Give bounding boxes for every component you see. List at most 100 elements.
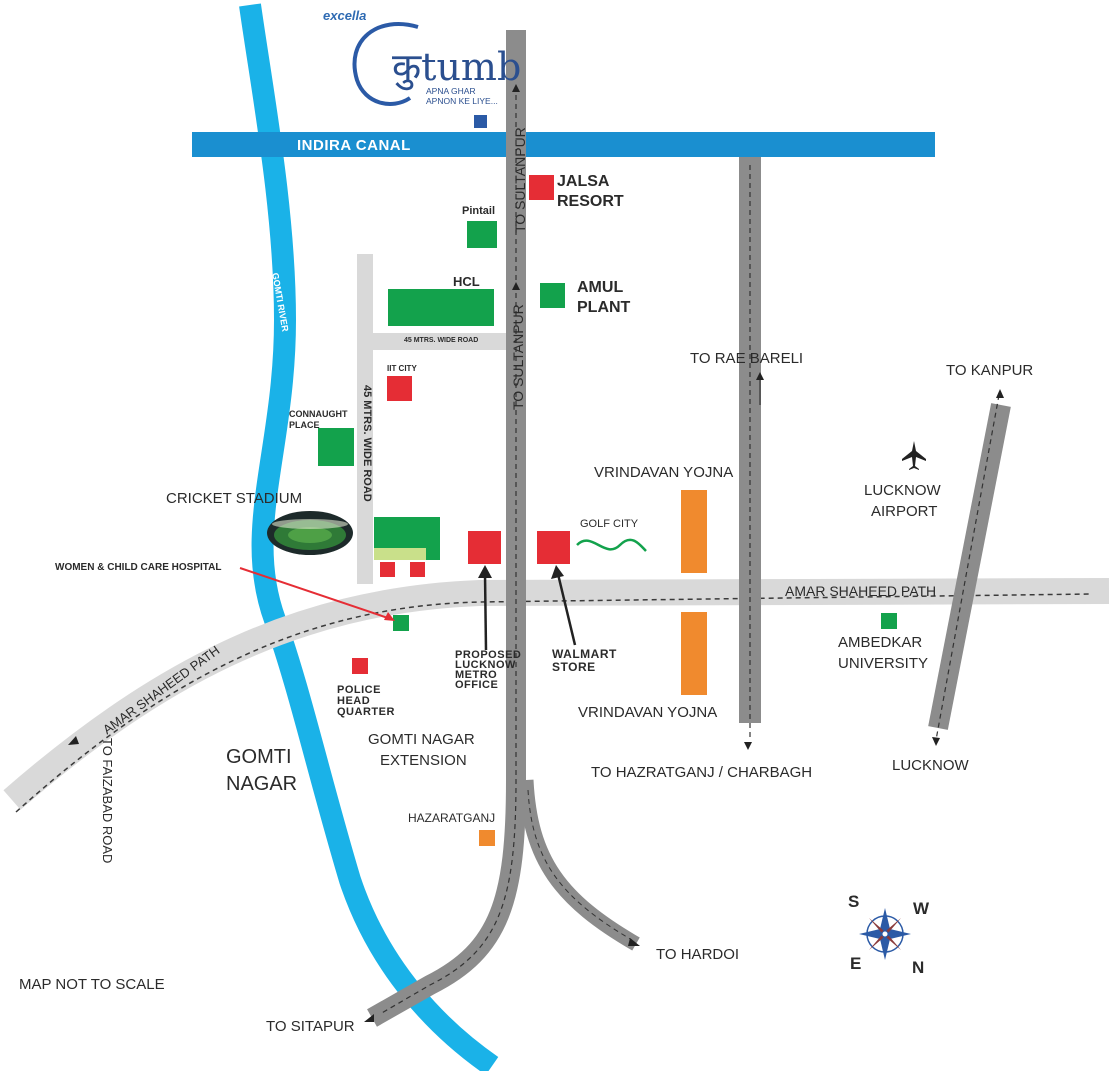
golf-city-wave xyxy=(576,538,647,552)
metro-label-2: LUCKNOW xyxy=(455,659,516,671)
wide-road-vertical-label: 45 MTRS. WIDE ROAD xyxy=(361,385,373,502)
jalsa-label-2: RESORT xyxy=(557,193,624,210)
charbagh-arrow xyxy=(744,742,752,750)
walmart-label-1: WALMART xyxy=(552,647,617,661)
hazaratganj-marker xyxy=(479,830,495,846)
hazaratganj-label: HAZARATGANJ xyxy=(408,811,496,825)
metro-label-1: PROPOSED xyxy=(455,649,522,661)
faizabad-road-label: TO FAIZABAD ROAD xyxy=(100,738,115,864)
gomti-extension-label-1: GOMTI NAGAR xyxy=(368,731,475,748)
golf-city-label: GOLF CITY xyxy=(580,518,639,530)
sultanpur-label-lower: TO SULTANPUR xyxy=(510,304,526,410)
connaught-place-marker xyxy=(318,428,354,466)
ambedkar-label-1: AMBEDKAR xyxy=(838,634,923,651)
hardoi-road xyxy=(518,779,640,951)
iit-city-marker xyxy=(387,376,412,401)
rae-bareli-label: TO RAE BARELI xyxy=(690,350,804,367)
logo-tagline-2: APNON KE LIYE... xyxy=(426,96,498,106)
walmart-label-2: STORE xyxy=(552,660,596,674)
map-not-to-scale-note: MAP NOT TO SCALE xyxy=(19,976,165,993)
hardoi-arrow xyxy=(628,938,640,946)
metro-office-marker xyxy=(468,531,501,564)
metro-label-3: METRO xyxy=(455,669,498,681)
amul-plant-marker xyxy=(540,283,565,308)
hcl-label: HCL xyxy=(453,274,480,289)
indira-canal-label: INDIRA CANAL xyxy=(297,137,411,154)
walmart-store-marker xyxy=(537,531,570,564)
amar-shaheed-path-centerline xyxy=(15,593,1091,813)
compass-e-label: E xyxy=(850,954,862,973)
iit-city-label: IIT CITY xyxy=(387,364,417,373)
airport-label-1: LUCKNOW xyxy=(864,482,941,499)
gomti-river xyxy=(239,3,499,1071)
hazratganj-charbagh-label: TO HAZRATGANJ / CHARBAGH xyxy=(591,764,813,781)
green-block-marker xyxy=(374,517,440,549)
hardoi-label: TO HARDOI xyxy=(656,946,740,963)
pintail-marker xyxy=(467,221,497,248)
amul-label-1: AMUL xyxy=(577,279,624,296)
ambedkar-university-marker xyxy=(881,613,897,629)
police-label-2: HEAD xyxy=(337,695,371,707)
amar-shaheed-path xyxy=(3,578,1109,810)
gomti-extension-label-2: EXTENSION xyxy=(380,752,467,769)
indira-canal xyxy=(192,132,935,157)
jalsa-resort-marker xyxy=(529,175,554,200)
vrindavan-bottom-label: VRINDAVAN YOJNA xyxy=(578,704,718,721)
lucknow-arrow xyxy=(932,737,940,746)
lucknow-label: LUCKNOW xyxy=(892,757,969,774)
small-red-marker-1 xyxy=(380,562,395,577)
police-label-1: POLICE xyxy=(337,684,381,696)
amar-shaheed-right-label: AMAR SHAHEED PATH xyxy=(785,583,937,599)
airport-label-2: AIRPORT xyxy=(871,503,938,520)
vrindavan-top-marker xyxy=(681,490,707,573)
wide-road-horizontal-label: 45 MTRS. WIDE ROAD xyxy=(404,337,479,344)
women-hospital-marker xyxy=(393,615,409,631)
jalsa-label-1: JALSA xyxy=(557,173,610,190)
sultanpur-road-centerline xyxy=(379,95,517,1015)
sultanpur-arrow-top xyxy=(512,84,520,92)
logo-tagline-1: APNA GHAR xyxy=(426,86,476,96)
green-block-edge xyxy=(426,548,440,560)
women-hospital-label: WOMEN & CHILD CARE HOSPITAL xyxy=(55,562,222,573)
cricket-stadium-label: CRICKET STADIUM xyxy=(166,490,303,507)
sultanpur-arrow-up xyxy=(512,282,520,290)
gomti-nagar-label-1: GOMTI xyxy=(226,746,292,768)
police-label-3: QUARTER xyxy=(337,706,395,718)
compass-n-label: N xyxy=(912,958,925,977)
metro-label-4: OFFICE xyxy=(455,679,499,691)
connaught-label-1: CONNAUGHT xyxy=(289,409,348,419)
gomti-nagar-label-2: NAGAR xyxy=(226,773,298,795)
pintail-label: Pintail xyxy=(462,205,496,217)
faizabad-arrow xyxy=(68,736,79,745)
airplane-icon xyxy=(902,441,926,470)
logo-name: कुtumb xyxy=(392,45,522,89)
logo-brand: excella xyxy=(323,8,367,23)
kanpur-arrow xyxy=(996,389,1004,398)
logo-marker xyxy=(474,115,487,128)
metro-office-arrow xyxy=(483,573,488,651)
cricket-stadium-image xyxy=(267,511,353,555)
vrindavan-top-label: VRINDAVAN YOJNA xyxy=(594,464,734,481)
police-hq-marker xyxy=(352,658,368,674)
wide-road-horizontal xyxy=(373,333,513,350)
vrindavan-bottom-marker xyxy=(681,612,707,695)
hospital-pointer-arrow xyxy=(239,567,389,619)
ambedkar-label-2: UNIVERSITY xyxy=(838,655,929,672)
walmart-arrow xyxy=(556,573,577,646)
wide-road-vertical xyxy=(357,254,373,584)
hardoi-road-centerline xyxy=(527,789,633,941)
amul-label-2: PLANT xyxy=(577,299,631,316)
sultanpur-label-upper: TO SULTANPUR xyxy=(512,127,528,233)
logo-swirl xyxy=(352,21,419,106)
small-red-marker-2 xyxy=(410,562,425,577)
connaught-label-2: PLACE xyxy=(289,420,320,430)
compass-w-label: W xyxy=(913,899,930,918)
kanpur-label: TO KANPUR xyxy=(946,362,1034,379)
compass-s-label: S xyxy=(848,892,860,911)
hcl-marker xyxy=(388,289,494,326)
green-block-light xyxy=(374,548,426,560)
sitapur-label: TO SITAPUR xyxy=(266,1018,355,1035)
rae-bareli-arrow xyxy=(756,372,764,380)
sitapur-arrow xyxy=(364,1014,374,1022)
